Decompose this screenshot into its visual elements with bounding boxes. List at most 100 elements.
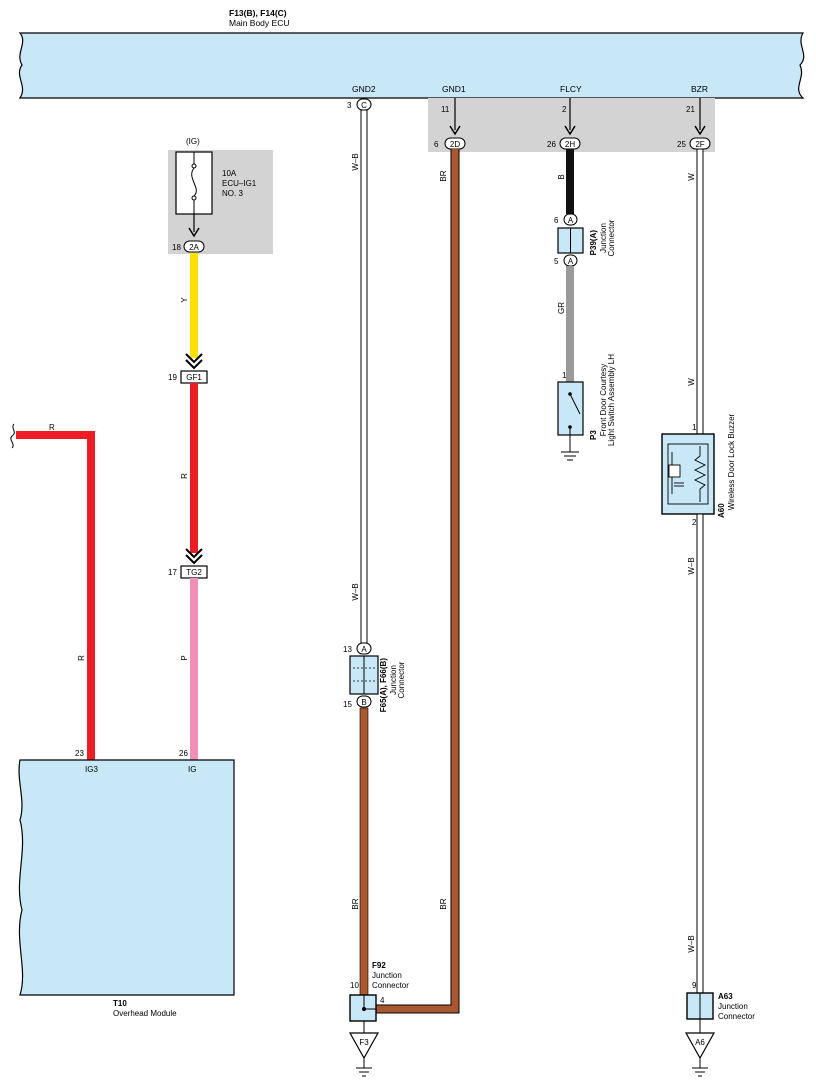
p39-id: P39(A): [589, 230, 598, 256]
p3-pin: 1: [562, 371, 567, 380]
t10-pin1-num: 23: [75, 749, 84, 758]
a60-pin-top: 1: [692, 423, 697, 432]
f92-pin-top: 10: [350, 981, 359, 990]
pin-name-bzr: BZR: [691, 84, 708, 94]
jb-pin-num-2d: 6: [434, 140, 439, 149]
f92-name-2: Connector: [372, 981, 409, 990]
f92-name-1: Junction: [372, 971, 402, 980]
ground-triangle-icon: [348, 1032, 380, 1060]
wire-ig-y: [190, 253, 198, 358]
p39-pin-top: 6: [554, 216, 559, 225]
a60-id: A60: [717, 503, 726, 518]
fuse-out-conn-label: 2A: [189, 243, 199, 252]
pin-num-bzr: 21: [686, 105, 695, 114]
label-bzr-low: W–B: [687, 557, 696, 574]
label-flcy-top: B: [557, 174, 566, 179]
ground-triangle-icon: [684, 1032, 716, 1060]
jb-conn-2h-label: 2H: [565, 140, 575, 149]
fuse-no: NO. 3: [222, 189, 243, 198]
wire-gnd2-wb: [360, 109, 368, 644]
p3-id: P3: [589, 430, 598, 440]
p39-conn-bottom-label: A: [568, 257, 574, 266]
jb-conn-2f-label: 2F: [695, 140, 704, 149]
t10-pin1-name: IG3: [85, 765, 98, 774]
p39-conn-top-label: A: [568, 216, 574, 225]
a63-id: A63: [718, 992, 733, 1001]
fuse-tag: (IG): [186, 137, 200, 146]
tg2-num: 17: [168, 568, 177, 577]
label-gnd2-bottom: BR: [351, 898, 360, 909]
f65-name-1: Junction: [389, 665, 398, 695]
pin-num-flcy: 2: [562, 105, 567, 114]
t10-id: T10: [113, 999, 127, 1008]
pin-name-gnd2: GND2: [352, 84, 376, 94]
a60-pin-bottom: 2: [692, 518, 697, 527]
f65-name-2: Connector: [397, 661, 406, 698]
jb-pin-num-2h: 26: [547, 140, 556, 149]
t10-pin2-name: IG: [188, 765, 196, 774]
label-ig-p: P: [180, 655, 189, 660]
wire-bzr-wb: [696, 513, 704, 994]
pin-conn-gnd2: C: [361, 101, 367, 110]
p3-name-2: Light Switch Assembly LH: [607, 354, 616, 446]
label-ig3-r: R: [77, 655, 86, 661]
tg2-label: TG2: [186, 568, 202, 577]
ground-f3: F3: [359, 1038, 369, 1047]
f92-pin-side: 4: [380, 996, 385, 1005]
chevron-down-icon: [185, 353, 203, 370]
label-gnd1-bottom: BR: [439, 898, 448, 909]
ecu-id: F13(B), F14(C): [229, 8, 287, 18]
fuse-amp: 10A: [222, 169, 237, 178]
ig3-circuit: R R: [10, 423, 95, 760]
f92-id: F92: [372, 961, 386, 970]
a63-name-2: Connector: [718, 1012, 755, 1021]
f65-conn-b: [356, 695, 372, 708]
wire-ig-p: [190, 578, 198, 760]
main-body-ecu: F13(B), F14(C) Main Body ECU: [18, 8, 805, 99]
label-bzr-mid: W: [687, 378, 696, 386]
wire-ig-r: [190, 383, 198, 553]
wire-ig3-r: [16, 431, 95, 760]
p3-name-1: Front Door Courtesy: [599, 364, 608, 436]
wire-bzr-w: [696, 148, 704, 435]
gf1-label: GF1: [186, 373, 202, 382]
ig-circuit: (IG) 10A ECU–IG1 NO. 3 18 2A Y 19 GF1 R …: [168, 137, 273, 760]
fuse-out-conn: [183, 240, 205, 253]
f92-group: 10 4 F92 Junction Connector F3: [348, 961, 409, 1077]
wire-flcy-gr: [566, 266, 574, 382]
pin-name-gnd1: GND1: [442, 84, 466, 94]
label-ig-r: R: [180, 473, 189, 479]
label-bzr-top: W: [687, 173, 696, 181]
jb-pin-num-2f: 25: [677, 140, 686, 149]
label-bzr-bottom: W–B: [687, 935, 696, 952]
f65-conn-bottom: B: [361, 698, 366, 707]
p39-conn-top: [563, 213, 578, 226]
p39-pin-bottom: 5: [554, 257, 559, 266]
f65-conn-a: [356, 642, 372, 655]
t10-overhead-module: 23 IG3 26 IG T10 Overhead Module: [18, 749, 235, 1018]
a63-pin-top: 9: [692, 981, 697, 990]
wire-gnd1-br: [376, 149, 459, 1013]
label-gnd2-mid: W–B: [351, 583, 360, 600]
f65-pin-bottom: 15: [343, 700, 352, 709]
p39-name-2: Connector: [607, 219, 616, 256]
wire-gnd2-br: [359, 707, 369, 996]
a63-name-1: Junction: [718, 1002, 748, 1011]
chevron-down-icon: [185, 548, 203, 565]
f65-conn-top: A: [361, 645, 367, 654]
gnd1-circuit: 11 6 2D BR BR: [376, 98, 466, 1014]
jb-conn-2d-label: 2D: [450, 140, 460, 149]
a60-name: Wireless Door Lock Buzzer: [727, 413, 736, 510]
label-gnd2-top: W–B: [351, 153, 360, 170]
gnd2-circuit: 3 C W–B W–B 13 A 15 B F65(A), F66(B) Jun…: [343, 98, 406, 996]
label-flcy-bottom: GR: [557, 302, 566, 314]
gf1-num: 19: [168, 373, 177, 382]
p39-name-1: Junction: [599, 223, 608, 253]
label-gnd1-top: BR: [439, 170, 448, 181]
pin-num-gnd2: 3: [347, 101, 352, 110]
f65-id: F65(A), F66(B): [379, 658, 388, 713]
label-ig-y: Y: [180, 297, 189, 303]
label-ig3-r-top: R: [49, 423, 55, 432]
pin-num-gnd1: 11: [441, 105, 450, 114]
